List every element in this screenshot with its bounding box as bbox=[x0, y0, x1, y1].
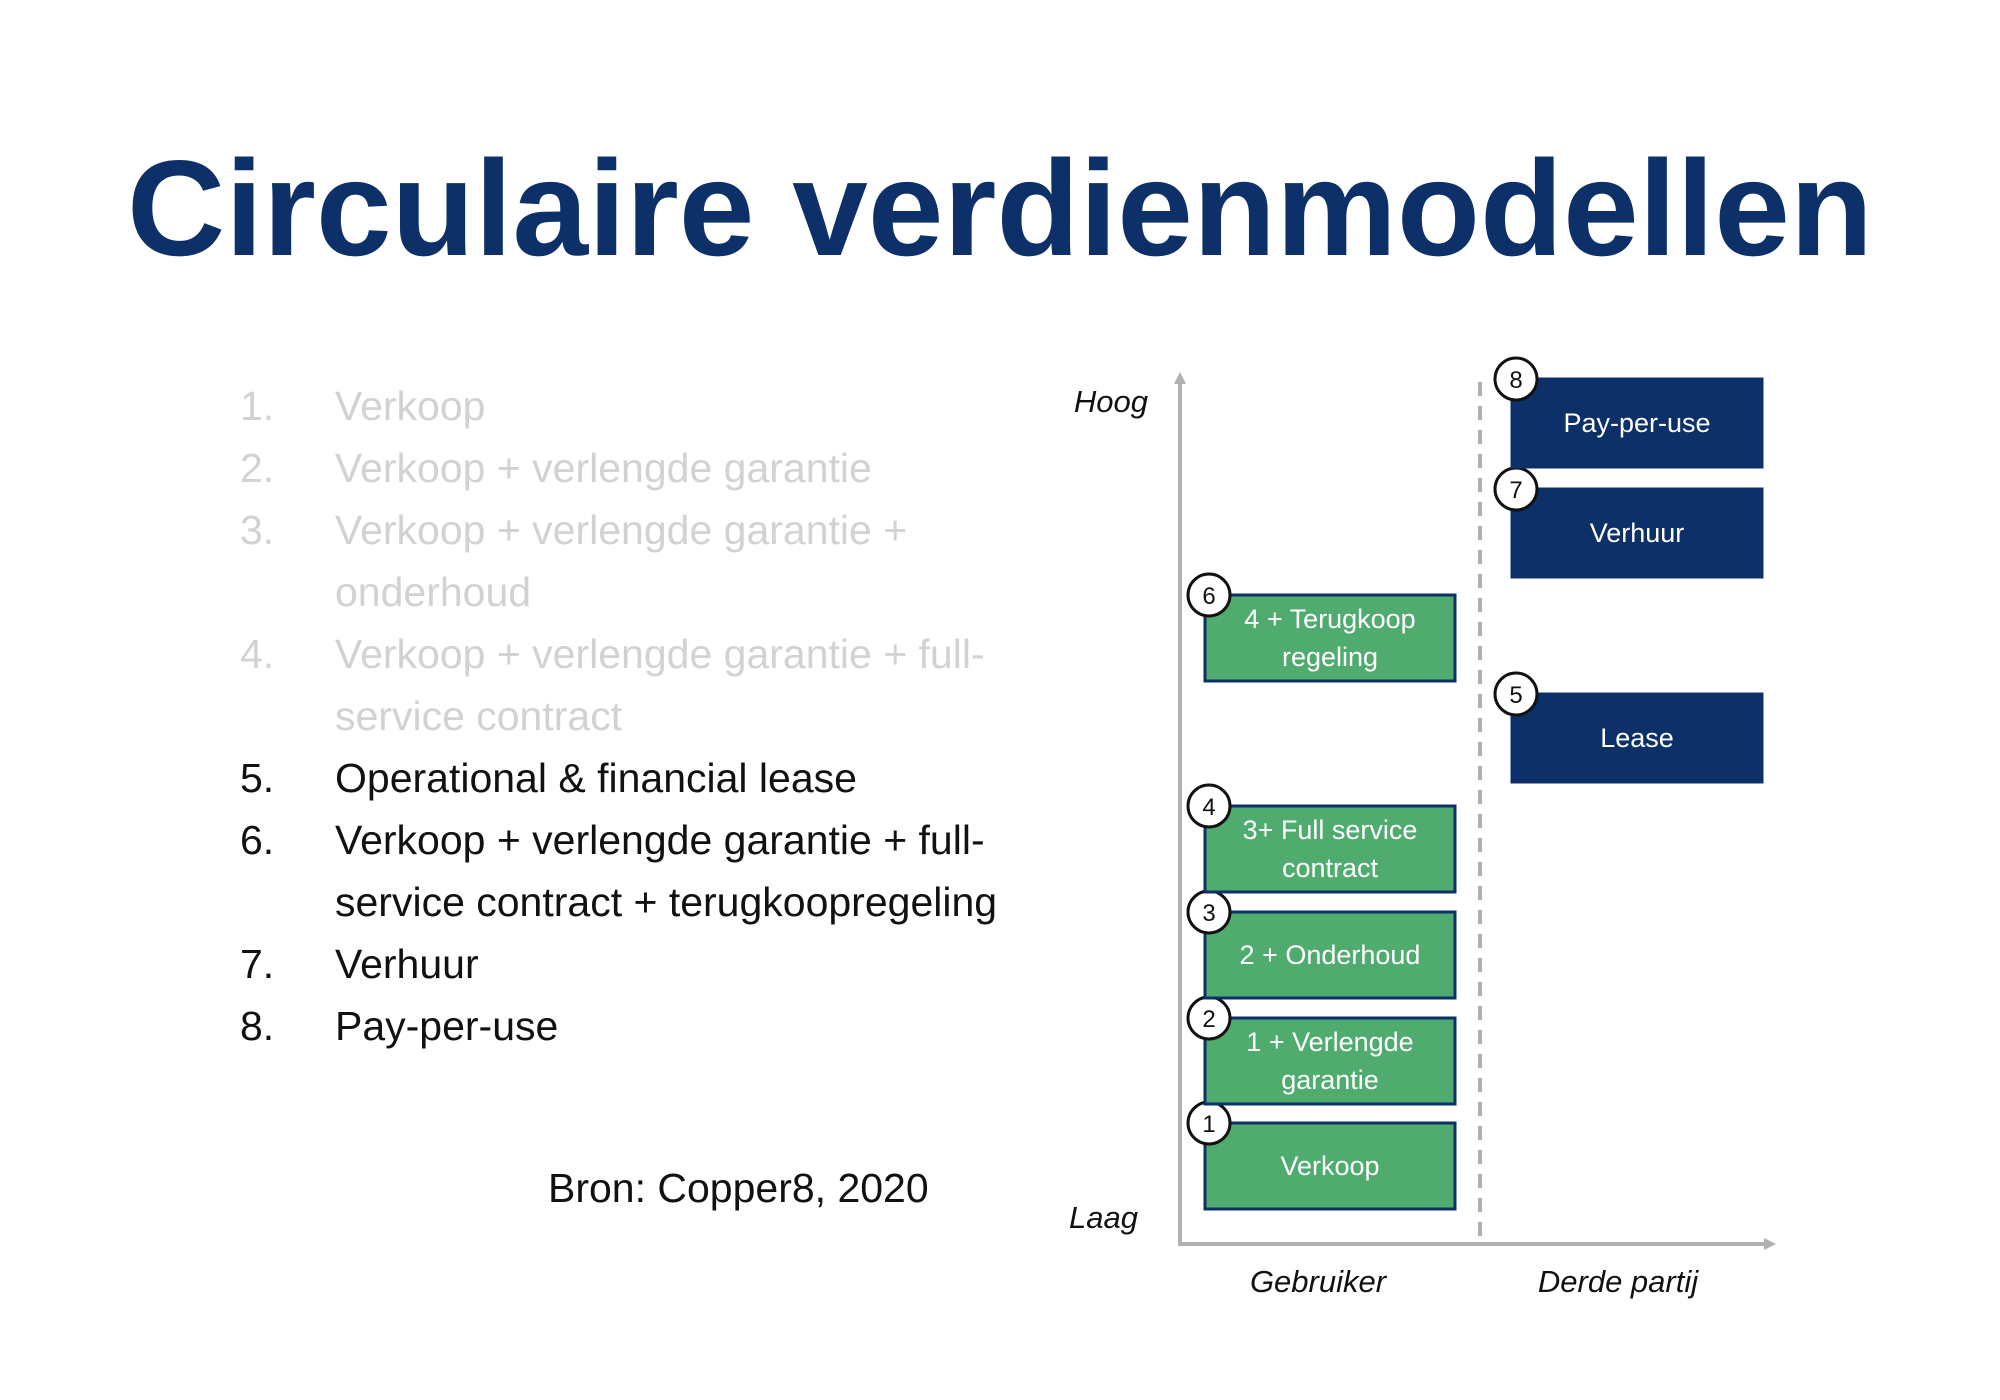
number-badge bbox=[1186, 783, 1232, 829]
list-item-text: Verkoop + verlengde garantie bbox=[335, 445, 872, 491]
page-title: Circulaire verdienmodellen bbox=[127, 132, 1873, 284]
model-box-1: Verkoop 1 bbox=[1186, 1100, 1457, 1211]
model-box-label: Pay-per-use bbox=[1563, 408, 1710, 438]
number-badge-label: 8 bbox=[1509, 367, 1522, 394]
model-box-label: regeling bbox=[1282, 642, 1378, 672]
y-axis-high-label: Hoog bbox=[1074, 384, 1148, 419]
list-item: 8. Pay-per-use bbox=[240, 995, 1060, 1057]
list-item-number: 6. bbox=[240, 817, 275, 863]
list-item: 3. Verkoop + verlengde garantie + onderh… bbox=[240, 499, 1060, 623]
model-box-7: Verhuur 7 bbox=[1493, 466, 1764, 579]
list-item-text: Operational & financial lease bbox=[335, 755, 857, 801]
model-box-label: 2 + Onderhoud bbox=[1240, 940, 1421, 970]
number-badge-label: 2 bbox=[1202, 1006, 1215, 1033]
model-box-rect bbox=[1203, 804, 1457, 894]
model-box-rect bbox=[1203, 1121, 1457, 1211]
list-item-number: 1. bbox=[240, 383, 275, 429]
model-box-label: contract bbox=[1282, 853, 1379, 883]
model-box-label: Verhuur bbox=[1590, 518, 1685, 548]
model-box-label: Lease bbox=[1600, 723, 1674, 753]
model-box-rect bbox=[1510, 377, 1764, 469]
model-list: 1. Verkoop 2. Verkoop + verlengde garant… bbox=[240, 375, 1060, 1057]
number-badge-label: 4 bbox=[1202, 794, 1215, 821]
list-item: 2. Verkoop + verlengde garantie bbox=[240, 437, 1060, 499]
model-box-8: Pay-per-use 8 bbox=[1493, 356, 1764, 469]
number-badge-label: 3 bbox=[1202, 900, 1215, 927]
model-box-rect bbox=[1203, 593, 1457, 683]
number-badge bbox=[1186, 572, 1232, 618]
list-item-text: Pay-per-use bbox=[335, 1003, 559, 1049]
source-citation: Bron: Copper8, 2020 bbox=[548, 1165, 929, 1211]
model-box-label: 3+ Full service bbox=[1243, 815, 1418, 845]
model-box-label: garantie bbox=[1281, 1065, 1379, 1095]
model-box-label: 4 + Terugkoop bbox=[1244, 604, 1415, 634]
list-item-text: Verkoop + verlengde garantie + full-serv… bbox=[335, 817, 998, 925]
boxes-layer: Verkoop 1 1 + Verlengde garantie 2 2 + Onderh… bbox=[1186, 356, 1764, 1211]
list-item: 5. Operational & financial lease bbox=[240, 747, 1060, 809]
x-category-label: Gebruiker bbox=[1250, 1264, 1388, 1299]
model-box-rect bbox=[1510, 692, 1764, 784]
model-box-rect bbox=[1203, 910, 1457, 1000]
number-badge-label: 7 bbox=[1509, 477, 1522, 504]
model-box-label: 1 + Verlengde bbox=[1246, 1027, 1413, 1057]
list-item: 1. Verkoop bbox=[240, 375, 1060, 437]
list-item-number: 7. bbox=[240, 941, 275, 987]
model-box-label: Verkoop bbox=[1280, 1151, 1379, 1181]
x-category-label: Derde partij bbox=[1538, 1264, 1699, 1299]
model-box-rect bbox=[1203, 1016, 1457, 1106]
list-item-number: 2. bbox=[240, 445, 275, 491]
model-box-rect bbox=[1510, 487, 1764, 579]
number-badge-label: 1 bbox=[1202, 1111, 1215, 1138]
model-box-3: 2 + Onderhoud 3 bbox=[1186, 889, 1457, 1000]
list-item-text: Verkoop bbox=[335, 383, 486, 429]
model-box-5: Lease 5 bbox=[1493, 671, 1764, 784]
number-badge-label: 5 bbox=[1509, 682, 1522, 709]
number-badge-label: 6 bbox=[1202, 583, 1215, 610]
y-axis-low-label: Laag bbox=[1069, 1200, 1138, 1235]
model-box-6: 4 + Terugkoop regeling 6 bbox=[1186, 572, 1457, 683]
number-badge bbox=[1493, 671, 1539, 717]
list-item-text: Verkoop + verlengde garantie + full-serv… bbox=[335, 631, 985, 739]
model-box-4: 3+ Full service contract 4 bbox=[1186, 783, 1457, 894]
list-item: 6. Verkoop + verlengde garantie + full-s… bbox=[240, 809, 1060, 933]
model-box-2: 1 + Verlengde garantie 2 bbox=[1186, 995, 1457, 1106]
list-item-text: Verhuur bbox=[335, 941, 479, 987]
list-item-number: 3. bbox=[240, 507, 275, 553]
list-item-number: 4. bbox=[240, 631, 275, 677]
list-item: 7. Verhuur bbox=[240, 933, 1060, 995]
list-item-number: 5. bbox=[240, 755, 275, 801]
list-item: 4. Verkoop + verlengde garantie + full-s… bbox=[240, 623, 1060, 747]
list-item-number: 8. bbox=[240, 1003, 275, 1049]
list-item-text: Verkoop + verlengde garantie + onderhoud bbox=[335, 507, 908, 615]
number-badge bbox=[1493, 356, 1539, 402]
